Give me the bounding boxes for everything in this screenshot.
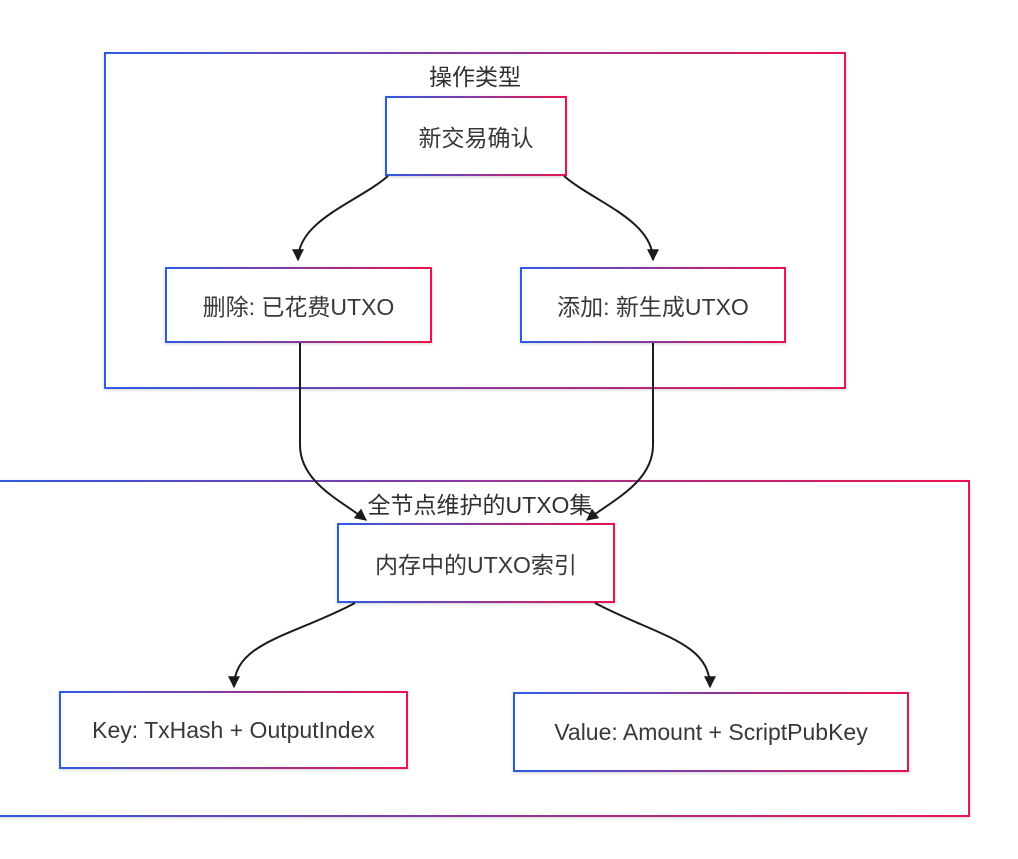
node-delete-spent-utxo: 删除: 已花费UTXO bbox=[165, 267, 432, 343]
node-value-structure: Value: Amount + ScriptPubKey bbox=[513, 692, 909, 772]
node-memory-utxo-index: 内存中的UTXO索引 bbox=[337, 523, 615, 603]
node-add-new-utxo: 添加: 新生成UTXO bbox=[520, 267, 786, 343]
node-new-tx-confirm: 新交易确认 bbox=[385, 96, 567, 176]
group-utxo-set-title: 全节点维护的UTXO集 bbox=[367, 492, 593, 518]
group-operation-type-title: 操作类型 bbox=[429, 64, 521, 90]
node-key-structure: Key: TxHash + OutputIndex bbox=[59, 691, 408, 769]
